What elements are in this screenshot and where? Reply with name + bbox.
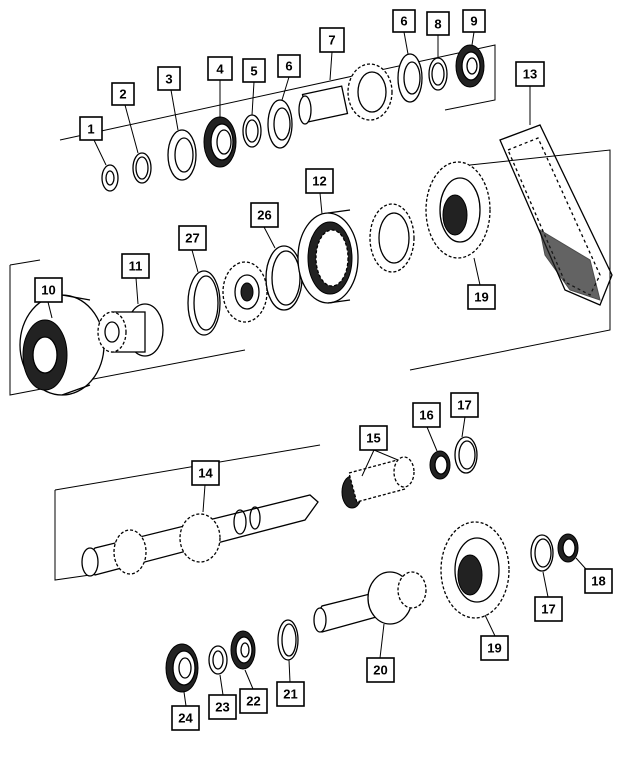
svg-text:22: 22 (246, 694, 260, 709)
part-bearing-9 (455, 44, 485, 88)
svg-text:17: 17 (457, 398, 471, 413)
svg-text:16: 16 (419, 408, 433, 423)
part-snap-ring-26 (265, 245, 303, 311)
callout-5: 5 (242, 58, 266, 83)
callout-13: 13 (515, 61, 545, 87)
callout-22: 22 (239, 688, 268, 714)
callout-6-right: 6 (392, 9, 416, 33)
part-snap-ring-21 (277, 619, 299, 661)
callout-10: 10 (34, 277, 63, 303)
part-snap-ring-2 (132, 152, 152, 184)
svg-text:7: 7 (328, 33, 335, 48)
svg-text:19: 19 (487, 641, 501, 656)
part-thrust-plate-6-left (267, 99, 293, 149)
svg-text:18: 18 (591, 574, 605, 589)
assembly-frame-lines (9, 44, 611, 581)
part-ring-8 (428, 57, 448, 91)
callout-2: 2 (111, 82, 135, 106)
part-bearing-4 (203, 116, 237, 168)
part-seal-24 (165, 643, 199, 693)
part-output-shaft-14 (81, 494, 319, 577)
callout-7: 7 (319, 27, 345, 53)
part-driven-sprocket-19-bottom (440, 521, 510, 619)
callout-14: 14 (191, 460, 220, 486)
callout-17-bottom: 17 (534, 596, 563, 622)
part-thrust-plate-3 (167, 129, 197, 181)
part-synchro-ring (369, 203, 415, 273)
svg-text:5: 5 (250, 64, 257, 79)
svg-text:4: 4 (216, 62, 224, 77)
svg-text:19: 19 (474, 290, 488, 305)
svg-text:12: 12 (312, 174, 326, 189)
svg-text:2: 2 (119, 87, 126, 102)
callout-4: 4 (207, 56, 233, 81)
callout-23: 23 (208, 694, 237, 720)
callout-9: 9 (462, 9, 486, 33)
callout-24: 24 (171, 705, 200, 731)
callout-17-top: 17 (450, 392, 479, 418)
callout-12: 12 (305, 168, 334, 194)
callout-21: 21 (276, 681, 305, 707)
svg-text:10: 10 (41, 283, 55, 298)
svg-text:6: 6 (285, 59, 292, 74)
callout-11: 11 (121, 253, 150, 279)
part-range-sleeve-12 (297, 209, 359, 304)
leader-lines (47, 31, 595, 707)
part-input-gear-7 (298, 63, 393, 125)
svg-text:21: 21 (283, 687, 297, 702)
svg-text:23: 23 (215, 700, 229, 715)
part-sun-gear-11 (97, 303, 164, 357)
svg-text:20: 20 (373, 663, 387, 678)
part-shift-sleeve-15 (341, 456, 415, 509)
part-snap-ring-17-top (454, 436, 478, 474)
part-snap-ring-27 (187, 270, 221, 336)
callout-15: 15 (359, 425, 388, 451)
svg-text:27: 27 (185, 231, 199, 246)
callout-20: 20 (366, 657, 395, 683)
svg-text:9: 9 (470, 14, 477, 29)
svg-text:6: 6 (400, 14, 407, 29)
part-thrust-plate-6-right (397, 53, 423, 103)
callout-19-top: 19 (467, 284, 496, 310)
callout-8: 8 (426, 11, 450, 36)
svg-text:15: 15 (366, 431, 380, 446)
part-ring-23 (208, 645, 228, 675)
part-bearing-16 (429, 450, 451, 480)
callout-26: 26 (250, 202, 279, 228)
svg-text:3: 3 (165, 72, 172, 87)
svg-text:11: 11 (129, 259, 143, 274)
part-bearing-22 (230, 630, 256, 670)
svg-text:14: 14 (198, 466, 213, 481)
svg-text:26: 26 (257, 208, 271, 223)
callout-1: 1 (79, 116, 103, 141)
part-gear-hub (222, 261, 268, 323)
part-snap-ring-17-bottom (530, 534, 554, 572)
part-front-output-shaft-20 (313, 571, 427, 633)
part-bearing-18 (557, 533, 579, 563)
callout-3: 3 (157, 66, 181, 91)
callout-27: 27 (178, 225, 207, 251)
part-snap-ring-1 (101, 164, 119, 192)
part-drive-chain-13 (499, 124, 613, 306)
part-planetary-carrier-10 (19, 294, 105, 396)
callout-6-left: 6 (277, 54, 301, 78)
callout-19-bottom: 19 (480, 635, 509, 661)
part-ring-5 (242, 114, 262, 148)
part-drive-sprocket-19-top (425, 161, 491, 259)
svg-text:13: 13 (523, 67, 537, 82)
svg-text:1: 1 (87, 122, 94, 137)
callout-16: 16 (412, 402, 441, 428)
svg-text:8: 8 (434, 17, 441, 32)
svg-text:24: 24 (178, 711, 193, 726)
svg-text:17: 17 (541, 602, 555, 617)
callout-18: 18 (584, 568, 613, 594)
